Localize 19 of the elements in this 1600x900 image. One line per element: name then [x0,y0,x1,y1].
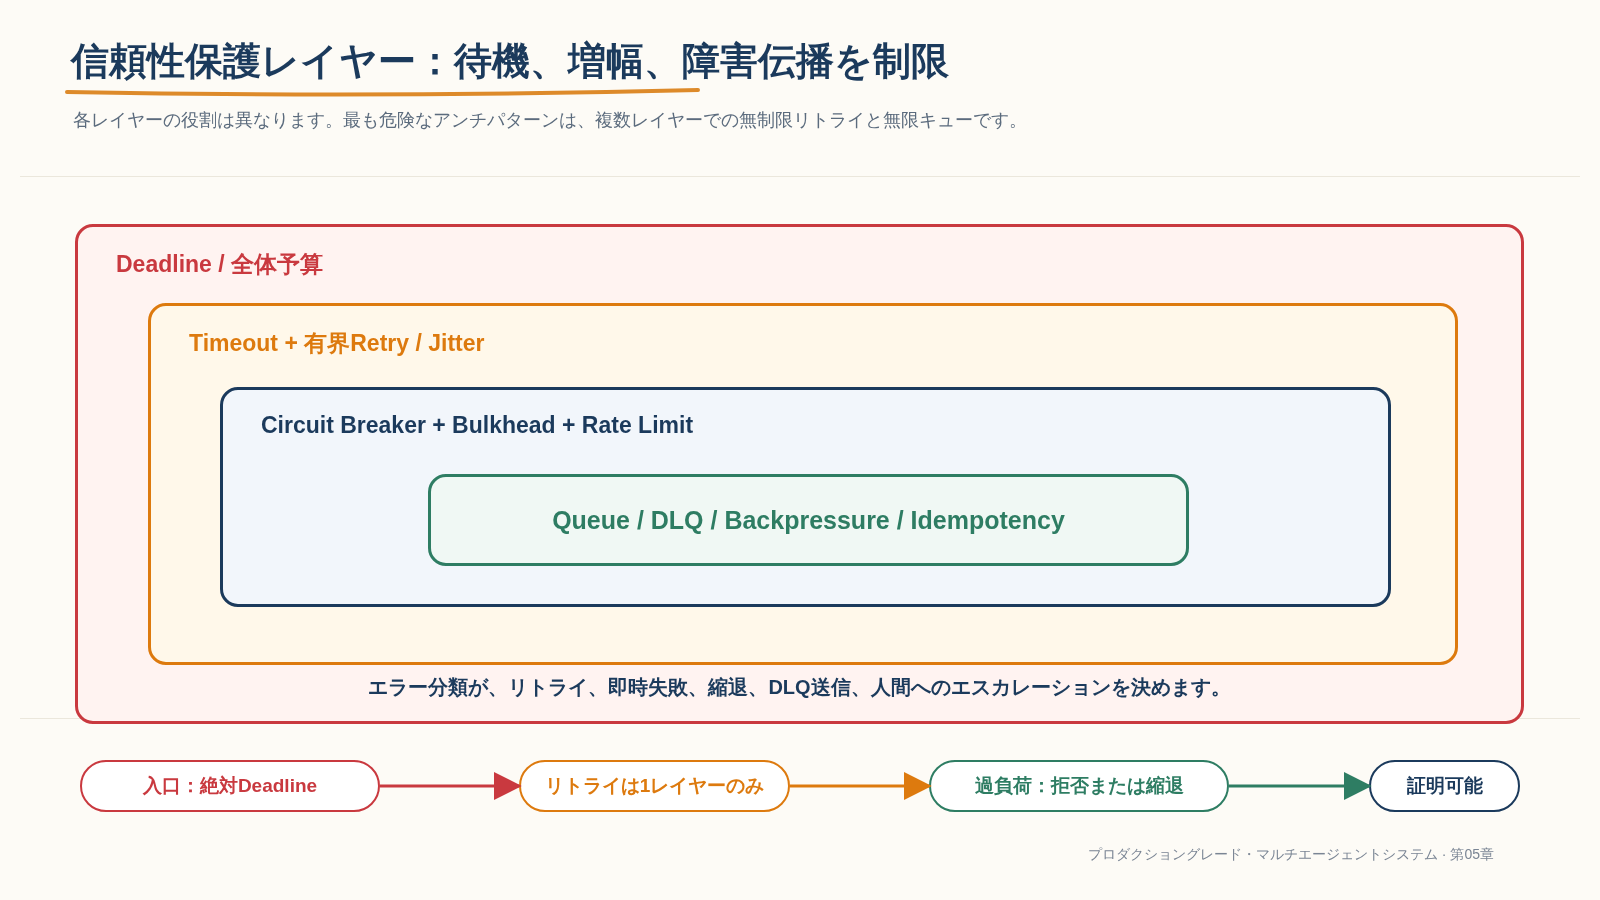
layer-note: エラー分類が、リトライ、即時失敗、縮退、DLQ送信、人間へのエスカレーションを決めます。 [367,675,1232,700]
layer-heading: Queue / DLQ / Backpressure / Idempotency [551,504,1066,536]
flow-step-pill: 入口：絶対Deadline [80,760,380,812]
layer-heading: Circuit Breaker + Bulkhead + Rate Limit [261,412,694,439]
arrow [1229,772,1372,800]
subtitle: 各レイヤーの役割は異なります。最も危険なアンチパターンは、複数レイヤーでの無制限リトライと無限キューです。 [73,109,1027,132]
flow-step-pill: リトライは1レイヤーのみ [519,760,790,812]
layer-heading: Timeout + 有界Retry / Jitter [189,329,485,358]
layer-heading: Deadline / 全体予算 [116,250,324,279]
arrow [380,772,522,800]
flow-step-pill: 過負荷：拒否または縮退 [929,760,1229,812]
page-title: 信頼性保護レイヤー：待機、増幅、障害伝播を制限 [71,39,949,84]
footer-text: プロダクショングレード・マルチエージェントシステム · 第05章 [1088,846,1494,864]
layer-box [75,224,1524,724]
layer-box [428,474,1189,566]
layer-box [148,303,1458,665]
flow-step-pill: 証明可能 [1369,760,1520,812]
layer-box [220,387,1391,607]
arrow [790,772,932,800]
